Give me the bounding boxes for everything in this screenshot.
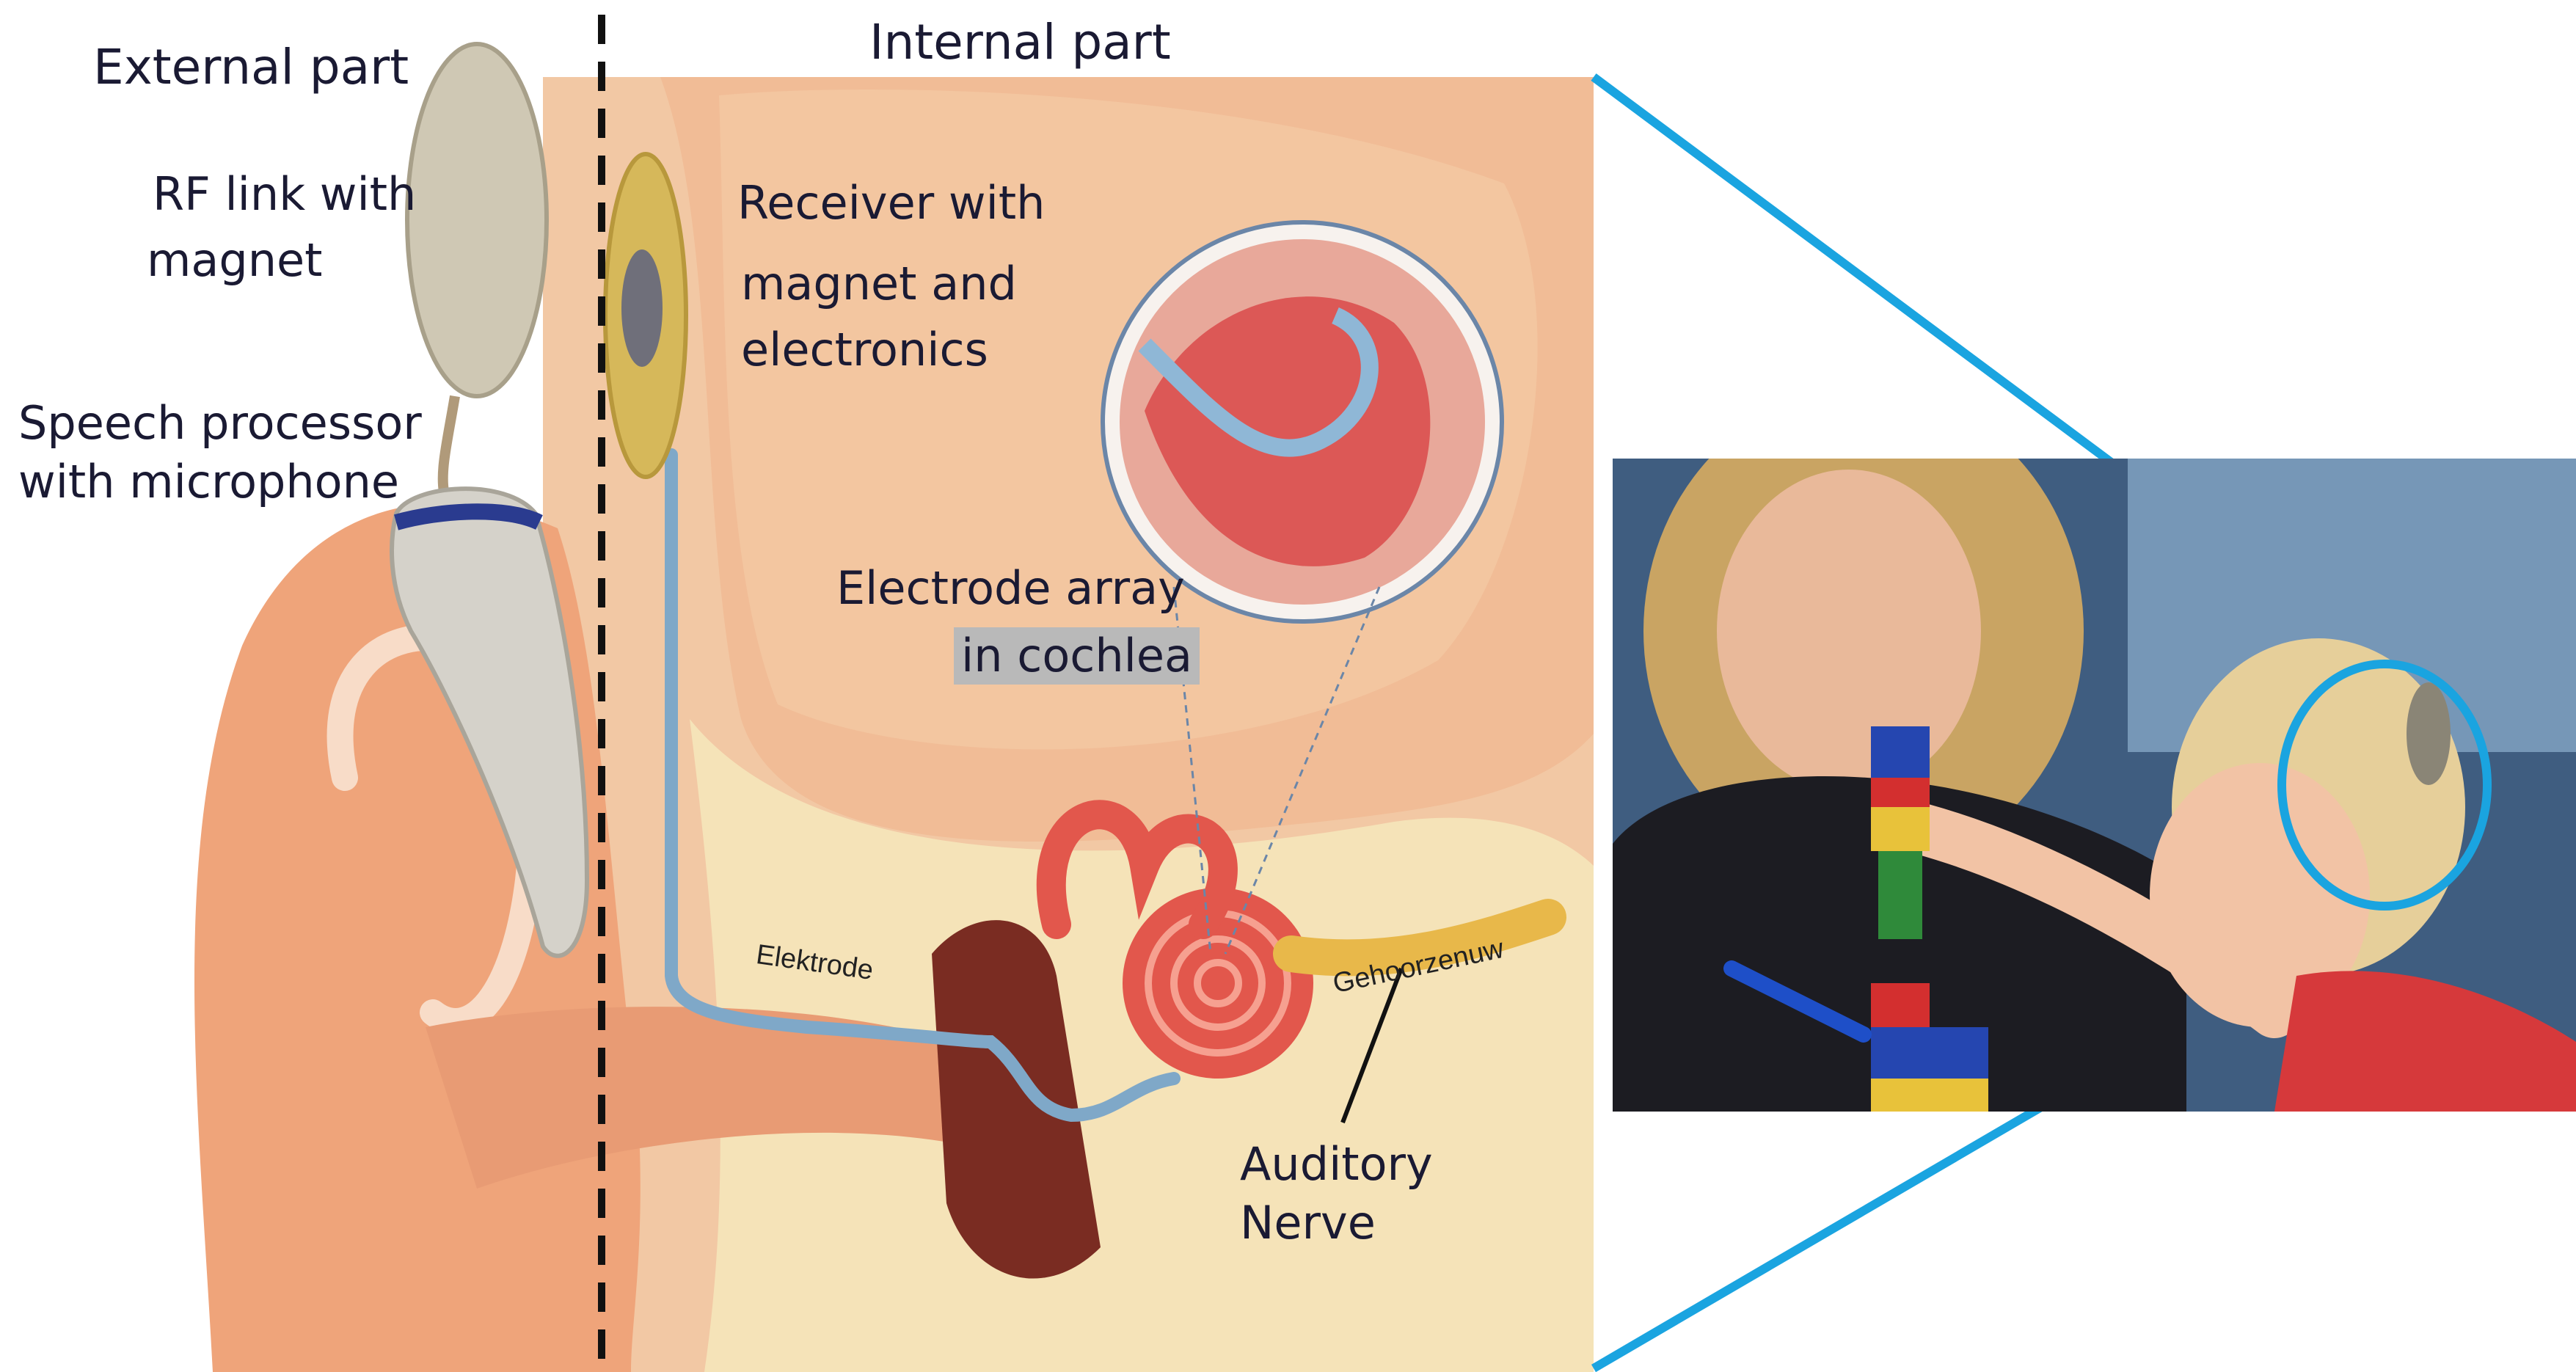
toy-stack-yellow — [1871, 807, 1930, 851]
rf-link-label-line1: RF link with — [153, 167, 416, 222]
speech-processor-label-line1: Speech processor — [18, 396, 422, 450]
toy-tower-red — [1871, 983, 1930, 1027]
receiver-label-line2: magnet and — [741, 257, 1017, 311]
auditory-nerve-label-line1: Auditory — [1240, 1137, 1433, 1192]
toy-stack-blue-top — [1871, 726, 1930, 778]
rf-link-label-line2: magnet — [147, 233, 323, 288]
toy-stack-red — [1871, 778, 1930, 807]
adult-face — [1717, 470, 1981, 792]
toy-tower-yellow — [1871, 1079, 1988, 1112]
external-part-label: External part — [93, 38, 409, 96]
electrode-array-label-line2: in cochlea — [954, 627, 1200, 685]
receiver-label-line3: electronics — [741, 323, 988, 377]
toy-tower-blue — [1871, 1027, 1988, 1079]
auditory-nerve-label-line2: Nerve — [1240, 1196, 1376, 1250]
toy-stack-green — [1878, 851, 1922, 939]
receiver-label-line1: Receiver with — [737, 176, 1045, 230]
child-implant-device — [2407, 682, 2451, 785]
internal-part-label: Internal part — [869, 13, 1171, 71]
speech-processor-label-line2: with microphone — [18, 455, 399, 509]
electrode-array-label-line1: Electrode array — [836, 561, 1185, 616]
